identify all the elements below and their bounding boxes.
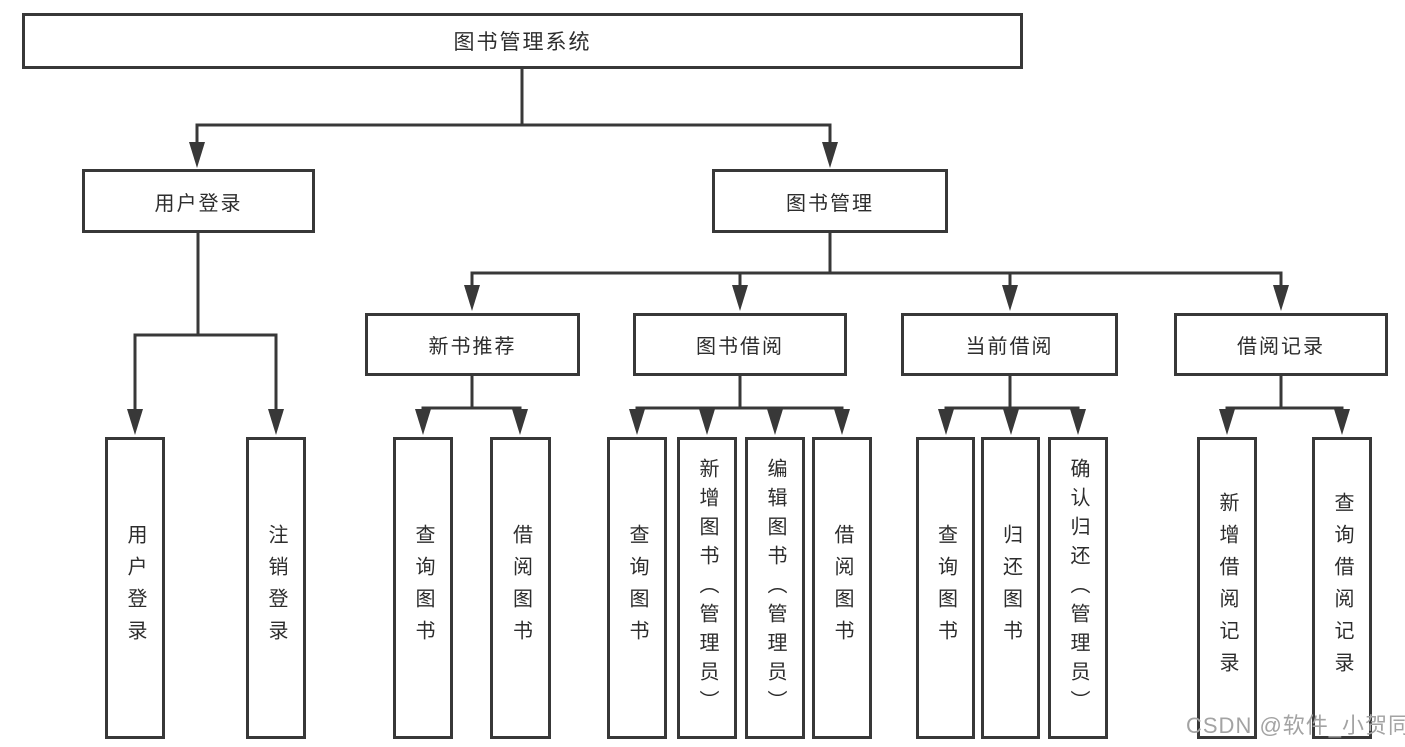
- leaf-borrow-borrow-books-label: 借阅图书: [831, 524, 853, 652]
- leaf-recommend-borrow-books: 借阅图书: [490, 437, 551, 739]
- leaf-records-query-record: 查询借阅记录: [1312, 437, 1372, 739]
- connector-borrow-records-to-leaves: [1219, 374, 1350, 435]
- leaf-records-add-record-label: 新增借阅记录: [1216, 492, 1238, 684]
- leaf-borrow-borrow-books: 借阅图书: [812, 437, 872, 739]
- leaf-recommend-query-books: 查询图书: [393, 437, 453, 739]
- node-book-borrowing: 图书借阅: [633, 313, 847, 376]
- leaf-recommend-query-books-label: 查询图书: [412, 524, 434, 652]
- csdn-watermark: CSDN @软件_小贺同学: [1186, 713, 1405, 738]
- leaf-records-query-record-label: 查询借阅记录: [1331, 492, 1353, 684]
- leaf-user-login: 用户登录: [105, 437, 165, 739]
- node-borrowing-records: 借阅记录: [1174, 313, 1388, 376]
- leaf-borrow-query-books: 查询图书: [607, 437, 667, 739]
- leaf-current-confirm-return-admin: 确认归还（管理员）: [1048, 437, 1108, 739]
- leaf-current-query-books-label: 查询图书: [934, 524, 957, 652]
- node-borrowing-records-label: 借阅记录: [1237, 336, 1325, 358]
- connector-new-book-rec-to-leaves: [415, 374, 528, 435]
- connector-current-borrow-to-leaves: [938, 374, 1086, 435]
- node-book-management: 图书管理: [712, 169, 948, 233]
- leaf-records-add-record: 新增借阅记录: [1197, 437, 1257, 739]
- leaf-logout: 注销登录: [246, 437, 306, 739]
- leaf-current-return-books: 归还图书: [981, 437, 1040, 739]
- node-new-book-recommend-label: 新书推荐: [428, 336, 517, 358]
- leaf-logout-label: 注销登录: [265, 524, 287, 652]
- leaf-user-login-label: 用户登录: [124, 524, 146, 652]
- leaf-recommend-borrow-books-label: 借阅图书: [509, 524, 532, 652]
- leaf-current-query-books: 查询图书: [916, 437, 975, 739]
- node-user-login: 用户登录: [82, 169, 315, 233]
- node-root: 图书管理系统: [22, 13, 1023, 69]
- connector-book-mgmt-to-level3: [464, 232, 1289, 311]
- node-current-borrowing-label: 当前借阅: [965, 336, 1054, 358]
- leaf-borrow-edit-books-admin-label: 编辑图书（管理员）: [764, 457, 786, 719]
- connector-user-login-to-leaves: [127, 232, 284, 435]
- leaf-borrow-add-books-admin: 新增图书（管理员）: [677, 437, 737, 739]
- node-new-book-recommend: 新书推荐: [365, 313, 580, 376]
- node-user-login-label: 用户登录: [154, 192, 243, 215]
- leaf-borrow-edit-books-admin: 编辑图书（管理员）: [745, 437, 805, 739]
- connector-root-to-level2: [189, 69, 838, 168]
- node-root-label: 图书管理系统: [453, 31, 592, 54]
- connector-book-borrow-to-leaves: [629, 374, 850, 435]
- leaf-current-confirm-return-admin-label: 确认归还（管理员）: [1067, 457, 1089, 719]
- node-book-management-label: 图书管理: [786, 192, 874, 215]
- leaf-current-return-books-label: 归还图书: [999, 524, 1022, 652]
- leaf-borrow-query-books-label: 查询图书: [626, 524, 648, 652]
- node-current-borrowing: 当前借阅: [901, 313, 1118, 376]
- node-book-borrowing-label: 图书借阅: [696, 336, 784, 358]
- leaf-borrow-add-books-admin-label: 新增图书（管理员）: [696, 457, 718, 719]
